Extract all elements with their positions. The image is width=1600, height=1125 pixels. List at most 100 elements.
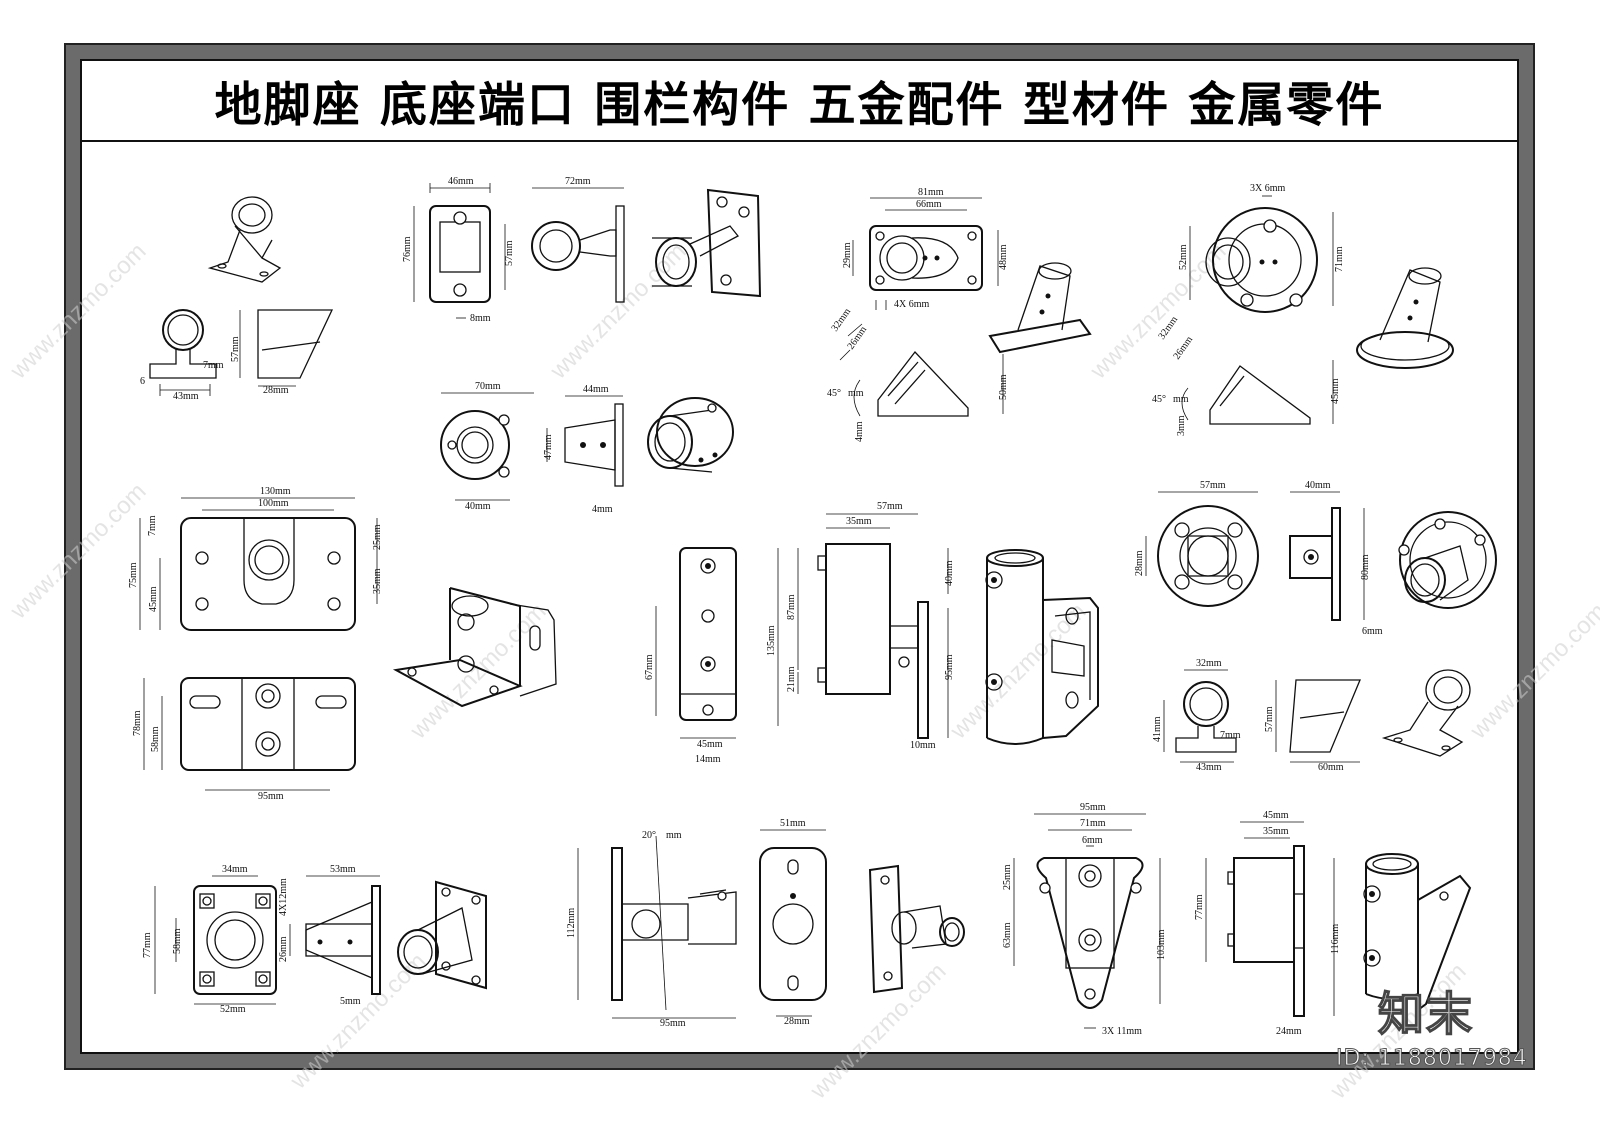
dim-label: 100mm <box>258 498 289 509</box>
dim-label: 46mm <box>448 176 474 187</box>
dim-label: 32mm <box>829 306 853 333</box>
dim-label: 57mm <box>1200 480 1226 491</box>
dim-label: 32mm <box>1196 658 1222 669</box>
dim-label: 87mm <box>786 594 797 620</box>
dim-label: 57mm <box>230 336 241 362</box>
dim-label: 45mm <box>697 739 723 750</box>
part-square-flange-socket: 34mm 77mm 58mm 52mm 53mm 4X12mm 26mm 5mm <box>142 864 487 1015</box>
part-round-flange: 70mm 40mm 44mm 47mm 4mm <box>440 381 734 515</box>
dim-label: 58mm <box>150 726 161 752</box>
dim-label: 43mm <box>1196 762 1222 773</box>
dim-label: 26mm <box>845 324 869 351</box>
dim-label: 26mm <box>278 936 289 962</box>
title-bar: 地脚座 底座端口 围栏构件 五金配件 型材件 金属零件 <box>82 61 1517 142</box>
dim-label: 45° <box>1152 394 1166 405</box>
dim-label: 6 <box>140 376 145 387</box>
dim-label: mm <box>848 388 864 399</box>
dim-label: 95mm <box>660 1018 686 1029</box>
dim-label: 70mm <box>475 381 501 392</box>
dim-label: 4mm <box>592 504 613 515</box>
dim-label: 48mm <box>998 244 1009 270</box>
dim-label: 6mm <box>1082 835 1103 846</box>
dim-label: 40mm <box>1305 480 1331 491</box>
dim-label: 95mm <box>1080 802 1106 813</box>
dim-label: 45° <box>827 388 841 399</box>
dim-label: 20° <box>642 830 656 841</box>
dim-label: 35mm <box>846 516 872 527</box>
part-long-t-bracket: 57mm 35mm 135mm 87mm 21mm 40mm 95mm 10mm <box>766 501 1099 751</box>
part-angled-wall-bracket: 20° mm 112mm 95mm <box>566 830 737 1029</box>
part-vertical-side-bracket: 45mm 35mm 77mm 116mm 24mm <box>1194 810 1472 1037</box>
dim-label: 57mm <box>877 501 903 512</box>
part-angled-square-base: 81mm 66mm 29mm 48mm 4X 6mm 32mm 26mm 45°… <box>827 187 1092 442</box>
watermark-text: www.znzmo.com <box>1084 238 1231 385</box>
dim-label: 71mm <box>1334 246 1345 272</box>
part-narrow-plate-socket: 51mm 28mm <box>759 818 965 1027</box>
part-triangular-base: 95mm 71mm 6mm 25mm 63mm 103mm 3X 11mm <box>1002 802 1167 1037</box>
dim-label: 71mm <box>1080 818 1106 829</box>
dim-label: 35mm <box>1263 826 1289 837</box>
dim-label: 29mm <box>842 242 853 268</box>
dim-label: 6mm <box>1362 626 1383 637</box>
dim-label: 34mm <box>222 864 248 875</box>
dim-label: 67mm <box>644 654 655 680</box>
dim-label: 35mm <box>372 568 383 594</box>
dim-label: 3X 11mm <box>1102 1026 1142 1037</box>
dim-label: 26mm <box>1171 334 1195 361</box>
part-flat-strip: 67mm 45mm 14mm <box>644 547 737 765</box>
dim-label: 52mm <box>1178 244 1189 270</box>
dim-label: 7mm <box>147 515 158 536</box>
dim-label: 40mm <box>944 560 955 586</box>
dim-label: 21mm <box>786 666 797 692</box>
image-id-label: ID: 1188017984 <box>1336 1046 1528 1072</box>
dim-label: 4mm <box>854 421 865 442</box>
watermark-text: www.znzmo.com <box>4 238 151 385</box>
dim-label: 28mm <box>263 385 289 396</box>
part-wall-plate-bracket: 46mm 76mm 57mm 8mm 72mm <box>402 176 762 324</box>
watermark-text: www.znzmo.com <box>1464 598 1600 745</box>
dim-label: 75mm <box>128 562 139 588</box>
dim-label: 53mm <box>330 864 356 875</box>
dim-label: 41mm <box>1152 716 1163 742</box>
dim-label: 25mm <box>1002 864 1013 890</box>
dim-label: 43mm <box>173 391 199 402</box>
dim-label: 45mm <box>1330 378 1341 404</box>
part-handrail-bracket-a: 43mm 57mm 28mm 7mm 6 <box>140 196 334 402</box>
watermark-layer: www.znzmo.com www.znzmo.com www.znzmo.co… <box>4 238 1600 1105</box>
dim-label: 58mm <box>172 928 183 954</box>
watermark-text: www.znzmo.com <box>404 598 551 745</box>
dim-label: 4X12mm <box>278 878 289 916</box>
dim-label: 57mm <box>504 240 515 266</box>
part-round-flange-square: 57mm 28mm 40mm 80mm 6mm <box>1134 480 1497 637</box>
dim-label: 50mm <box>998 374 1009 400</box>
dim-label: 25mm <box>372 524 383 550</box>
dim-label: 76mm <box>402 236 413 262</box>
part-handrail-bracket-b: 32mm 41mm 7mm 43mm 57mm 60mm <box>1152 658 1471 773</box>
dim-label: 47mm <box>543 434 554 460</box>
dim-label: 77mm <box>1194 894 1205 920</box>
dim-label: 77mm <box>142 932 153 958</box>
dim-label: 112mm <box>566 908 577 938</box>
watermark-text: www.znzmo.com <box>944 598 1091 745</box>
dim-label: 45mm <box>148 586 159 612</box>
part-rect-base-plate: 130mm 100mm 7mm 75mm 45mm 25mm 35mm 78mm… <box>128 486 557 802</box>
dim-label: 7mm <box>1220 730 1241 741</box>
part-round-angled-base: 3X 6mm 52mm 71mm 32mm 26mm 45° mm 45mm 3… <box>1152 183 1454 436</box>
watermark-text: www.znzmo.com <box>4 478 151 625</box>
dim-label: mm <box>1173 394 1189 405</box>
dim-label: 45mm <box>1263 810 1289 821</box>
dim-label: 51mm <box>780 818 806 829</box>
dim-label: 4X 6mm <box>894 299 930 310</box>
dim-label: 80mm <box>1360 554 1371 580</box>
sheet-title: 地脚座 底座端口 围栏构件 五金配件 型材件 金属零件 <box>214 78 1385 133</box>
dim-label: 135mm <box>766 625 777 656</box>
dim-label: 95mm <box>258 791 284 802</box>
dim-label: 7mm <box>203 360 224 371</box>
drawing-sheet: 地脚座 底座端口 围栏构件 五金配件 型材件 金属零件 <box>80 59 1519 1054</box>
dim-label: 60mm <box>1318 762 1344 773</box>
dim-label: 78mm <box>132 710 143 736</box>
dim-label: 103mm <box>1156 929 1167 960</box>
dim-label: 3X 6mm <box>1250 183 1286 194</box>
dim-label: 40mm <box>465 501 491 512</box>
